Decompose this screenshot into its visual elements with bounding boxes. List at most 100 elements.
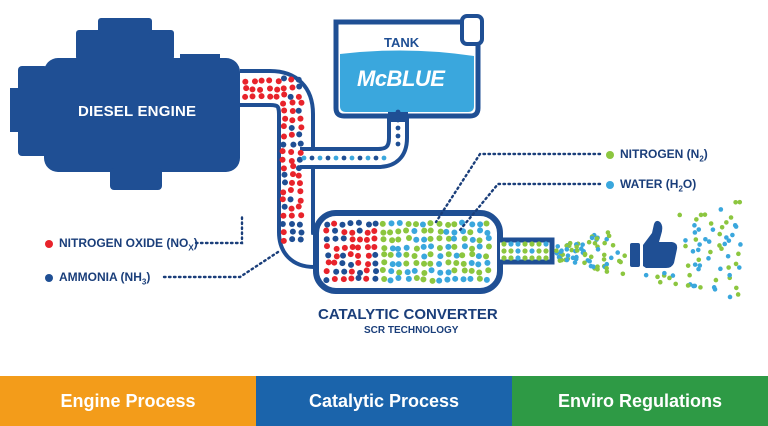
converter-particle [389, 237, 396, 244]
ammonia-particle [288, 221, 295, 228]
converter-particle [413, 260, 420, 267]
nitrogen-oxide-particle [281, 107, 288, 114]
nitrogen-oxide-particle [257, 86, 264, 93]
converter-particle [460, 260, 467, 267]
exhaust-particle [692, 223, 697, 228]
converter-particle [403, 251, 410, 258]
exhaust-particle [719, 246, 724, 252]
converter-particle [331, 276, 338, 283]
nitrogen-oxide-particle [289, 108, 296, 115]
exhaust-particle [718, 266, 723, 272]
converter-particle [357, 269, 364, 276]
converter-particle [436, 277, 443, 284]
exhaust-particle [508, 248, 514, 254]
nitrogen-oxide-particle [280, 229, 287, 236]
exhaust-particle [522, 255, 528, 261]
converter-particle [339, 260, 346, 267]
ammonia-particle [287, 196, 294, 203]
footer-nav: Engine Process Catalytic Process Enviro … [0, 376, 768, 426]
nitrogen-oxide-particle [279, 156, 286, 163]
converter-particle [325, 252, 332, 259]
exhaust-particle [589, 235, 595, 241]
exhaust-particle [717, 231, 723, 237]
nitrogen-oxide-particle [279, 196, 286, 203]
tab-enviro-regulations[interactable]: Enviro Regulations [512, 376, 768, 426]
converter-particle [413, 236, 420, 243]
converter-particle [485, 267, 492, 274]
exhaust-particle [579, 246, 584, 252]
converter-particle [405, 275, 412, 282]
exhaust-particle [693, 237, 699, 242]
tab-engine-process[interactable]: Engine Process [0, 376, 256, 426]
nitrogen-oxide-particle [287, 187, 294, 194]
exhaust-particle [501, 248, 507, 254]
converter-particle [349, 244, 356, 251]
converter-particle [452, 275, 459, 282]
converter-particle [349, 229, 356, 236]
converter-particle [477, 221, 484, 228]
exhaust-particle [677, 212, 683, 218]
exhaust-particle [657, 279, 663, 285]
converter-particle [469, 245, 476, 252]
converter-particle [483, 253, 490, 260]
converter-particle [468, 267, 475, 274]
converter-particle [483, 220, 490, 227]
legend-nitrogen: NITROGEN (N2) [606, 147, 708, 163]
exhaust-particle [604, 265, 609, 271]
exhaust-particle [606, 233, 612, 239]
nitrogen-oxide-particle [243, 85, 250, 92]
exhaust-particle [574, 254, 579, 260]
nitrogen-oxide-dot [45, 240, 53, 249]
ammonia-particle [296, 83, 303, 90]
exhaust-particle [730, 232, 735, 238]
converter-particle [355, 244, 362, 251]
converter-particle [403, 244, 410, 251]
converter-particle [437, 253, 444, 260]
nitrogen-oxide-particle [280, 100, 287, 107]
converter-particle [445, 243, 452, 250]
converter-particle [388, 268, 395, 275]
converter-particle [421, 269, 428, 276]
converter-particle [333, 268, 340, 275]
ammonia-particle [297, 236, 304, 243]
converter-particle [395, 245, 402, 252]
exhaust-particle [736, 251, 741, 257]
nitrogen-oxide-particle [288, 205, 295, 212]
exhaust-particle [735, 292, 741, 297]
exhaust-particle [536, 248, 542, 254]
exhaust-particle [734, 285, 739, 291]
exhaust-particle [604, 236, 609, 242]
ammonia-particle [280, 141, 287, 148]
converter-particle [429, 277, 436, 284]
nitrogen-oxide-particle [266, 77, 273, 84]
exhaust-particle [725, 253, 731, 259]
converter-particle [485, 243, 492, 250]
exhaust-particle [594, 236, 600, 241]
nitrogen-oxide-particle [267, 93, 274, 100]
exhaust-particle [618, 259, 623, 265]
converter-particle [348, 275, 355, 282]
converter-particle [380, 229, 387, 236]
converter-particle [387, 229, 394, 236]
exhaust-particle [685, 263, 691, 268]
exhaust-particle [508, 255, 514, 261]
nitrogen-oxide-particle [298, 212, 305, 219]
converter-particle [323, 268, 330, 275]
exhaust-particle [708, 249, 713, 255]
tab-catalytic-process[interactable]: Catalytic Process [256, 376, 512, 426]
converter-particle [379, 267, 386, 274]
converter-particle [403, 260, 410, 267]
nitrogen-oxide-particle [288, 149, 295, 156]
converter-particle [436, 235, 443, 242]
converter-particle [421, 260, 428, 267]
converter-particle [461, 235, 468, 242]
ammonia-particle [298, 229, 305, 236]
exhaust-particle [536, 255, 542, 261]
converter-particle [413, 275, 420, 282]
legend-nitrogen-oxide-label: NITROGEN OXIDE (NOX) [59, 236, 198, 253]
exhaust-particle [501, 255, 507, 261]
converter-particle [427, 220, 434, 227]
exhaust-particle [592, 240, 598, 246]
converter-particle [323, 227, 330, 234]
ammonia-particle [333, 155, 339, 161]
